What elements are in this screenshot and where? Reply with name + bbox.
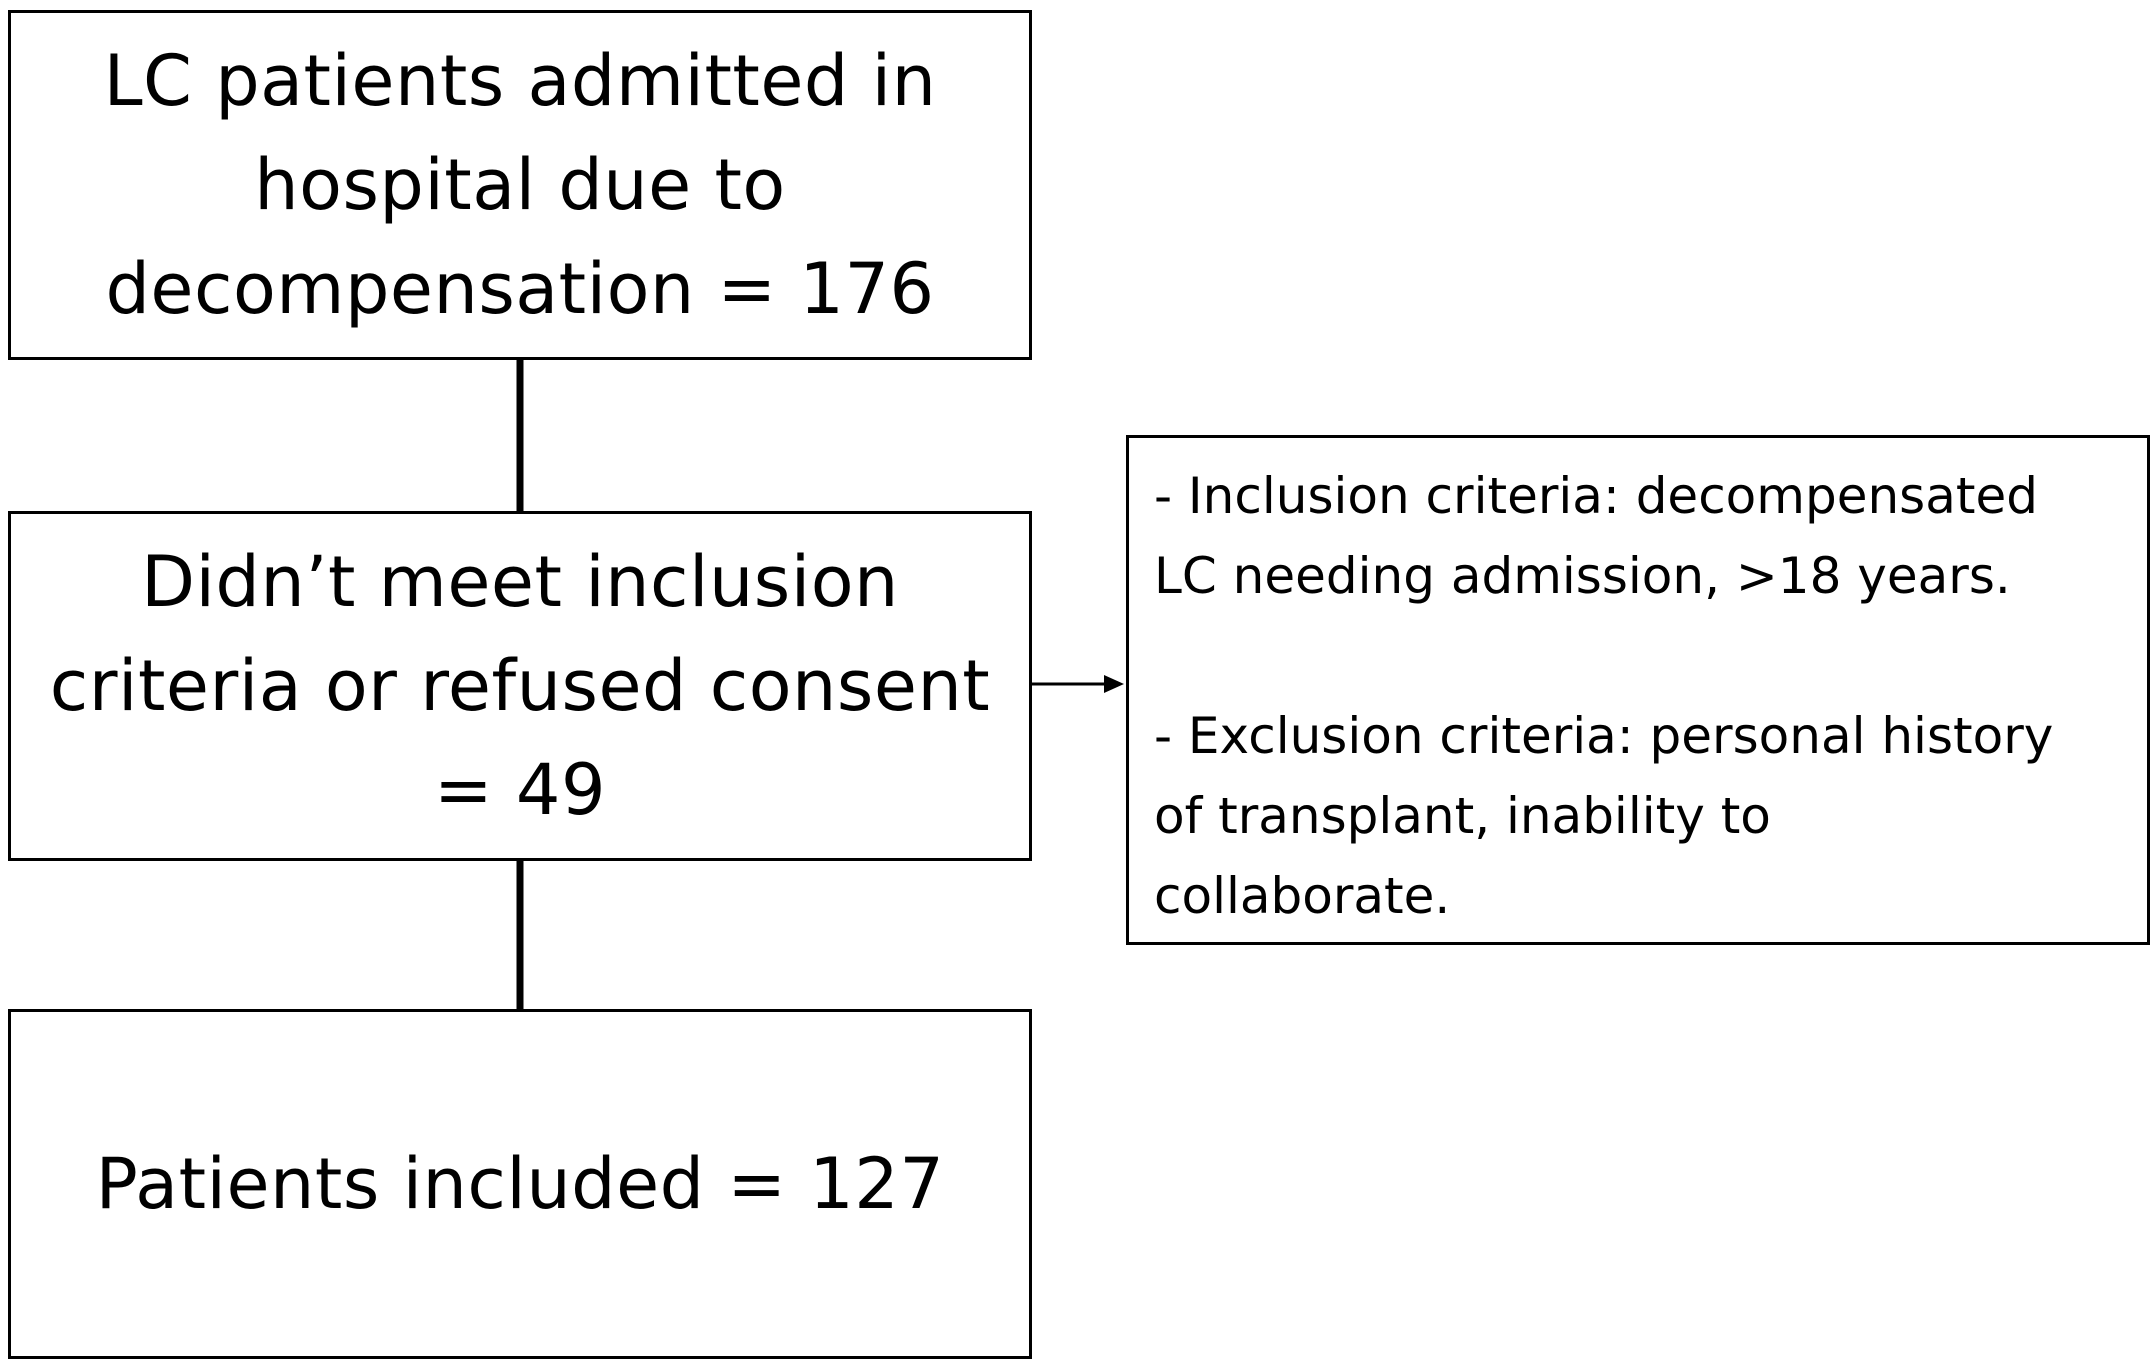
arrow-excluded-to-criteria (1032, 675, 1124, 693)
excluded-line-3: = 49 (434, 749, 606, 831)
admitted-line-3: decompensation = 176 (105, 248, 935, 330)
criteria-box: - Inclusion criteria: decompensated LC n… (1126, 435, 2150, 945)
admitted-patients-box: LC patients admitted in hospital due to … (8, 10, 1032, 360)
exclusion-criteria-line-2: of transplant, inability to (1154, 787, 1771, 845)
excluded-patients-box: Didn’t meet inclusion criteria or refuse… (8, 511, 1032, 861)
exclusion-criteria-line-1: - Exclusion criteria: personal history (1154, 707, 2054, 765)
admitted-line-1: LC patients admitted in (103, 40, 937, 122)
admitted-line-2: hospital due to (254, 144, 786, 226)
exclusion-criteria-line-3: collaborate. (1154, 867, 1451, 925)
criteria-spacer (1154, 616, 2147, 696)
excluded-line-2: criteria or refused consent (49, 645, 991, 727)
included-line-1: Patients included = 127 (95, 1143, 945, 1225)
excluded-line-1: Didn’t meet inclusion (141, 541, 899, 623)
included-patients-box: Patients included = 127 (8, 1009, 1032, 1359)
inclusion-criteria-line-1: - Inclusion criteria: decompensated (1154, 467, 2038, 525)
inclusion-criteria-line-2: LC needing admission, >18 years. (1154, 547, 2011, 605)
